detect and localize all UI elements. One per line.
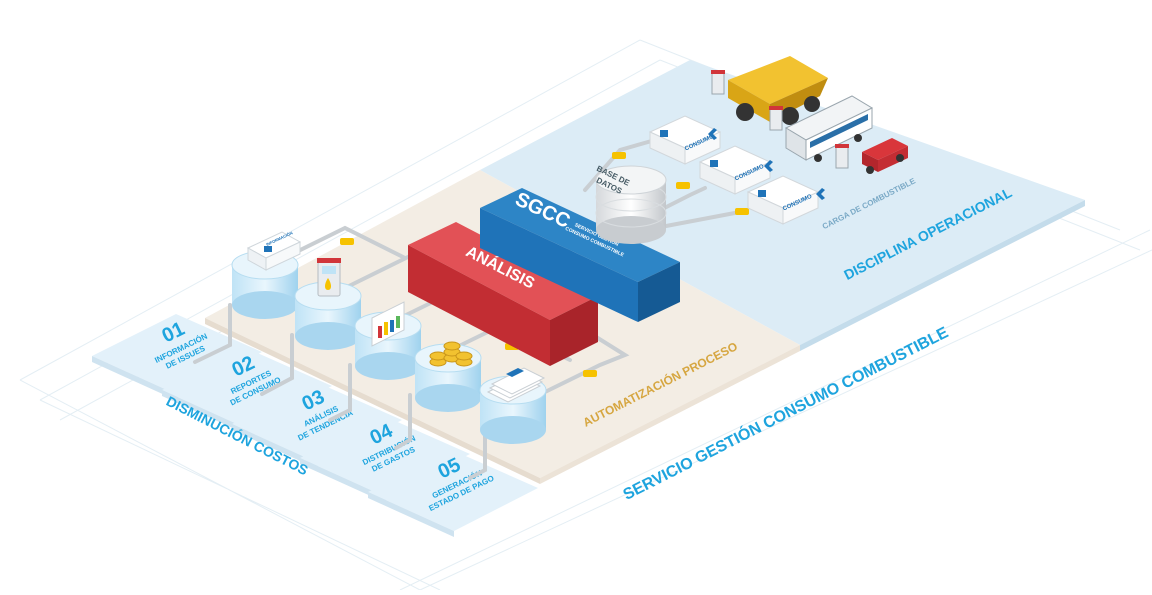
haul-truck-icon [728,56,828,125]
chevron-left-icon [708,128,825,200]
bar-chart-icon [371,301,405,347]
consumption-card-1: CONSUMO [648,115,722,165]
step-tiles [92,314,538,537]
step-tile-3 [232,382,402,469]
consumption-card-3: CONSUMO [746,175,820,225]
step-tile-5 [368,450,538,537]
documents-icon [486,367,546,403]
coins-icon [429,341,473,367]
bus-icon [784,95,874,162]
step-tile-1 [92,314,262,401]
step-tile-2 [162,348,332,435]
database-icon: BASE DE DATOS [595,164,667,244]
pickup-truck-icon [862,138,908,174]
fuel-pump-icon [711,70,849,169]
consumption-cards: CONSUMO CONSUMO CONSUMO [648,115,820,225]
cylinder-2 [294,281,362,350]
step-tile-4 [300,416,470,503]
consumption-card-2: CONSUMO [698,145,772,195]
fuel-pump-icon [317,258,341,297]
